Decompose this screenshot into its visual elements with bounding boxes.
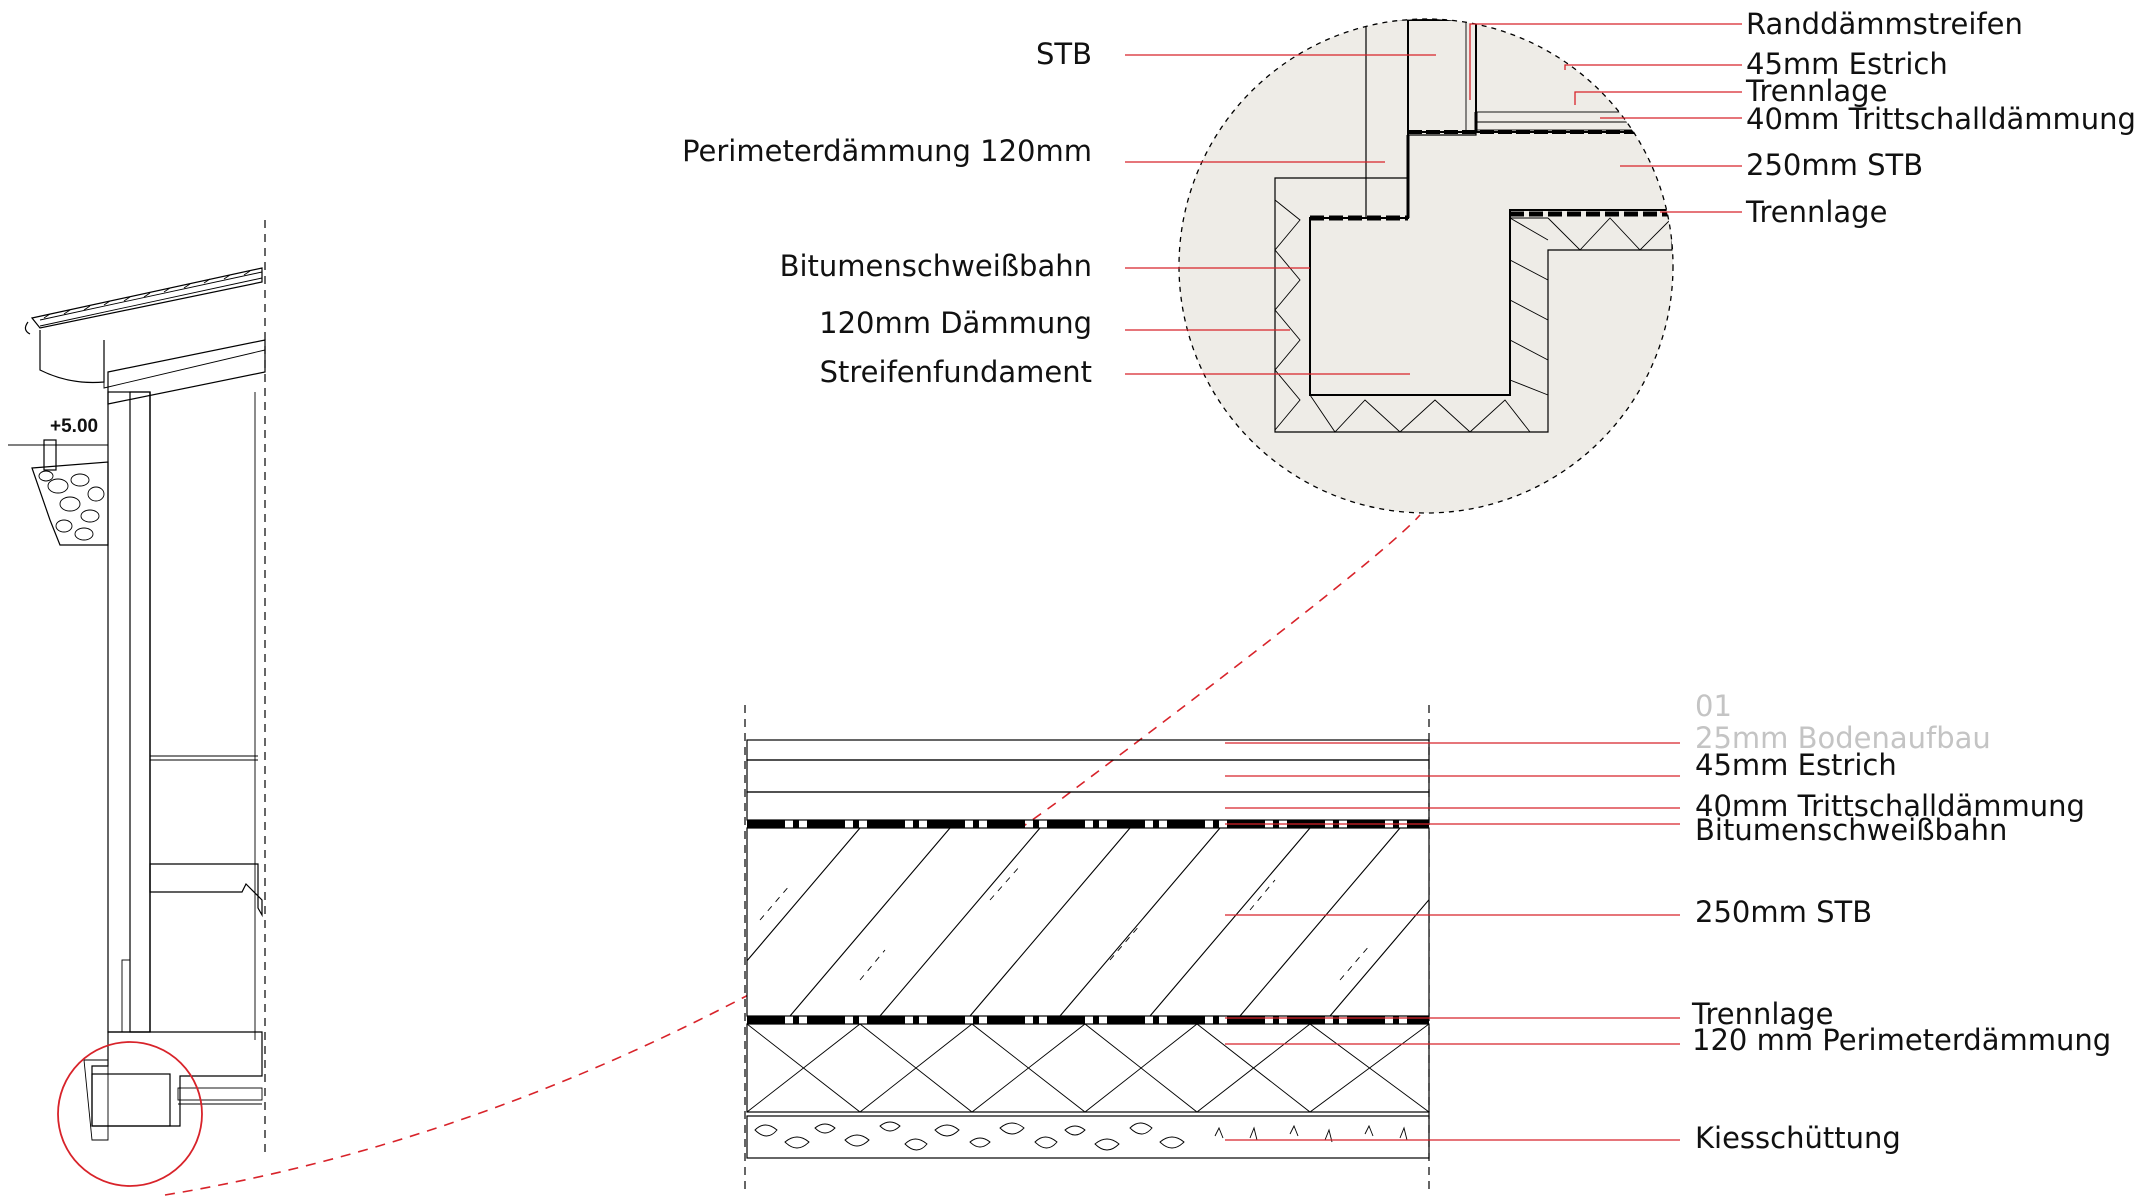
intermediate-slab xyxy=(149,863,263,918)
layer-stb xyxy=(747,827,1429,1017)
foundation-detail xyxy=(1178,18,1674,514)
label-estrich-layer: 45mm Estrich xyxy=(1695,748,1897,782)
label-kies-layer: Kiesschüttung xyxy=(1695,1121,1901,1155)
section-drawing: +5.00 xyxy=(8,220,266,1187)
detail-leaders xyxy=(1125,23,1742,375)
label-perimeterdaemmung: Perimeterdämmung 120mm xyxy=(682,134,1092,168)
foundation xyxy=(83,1031,263,1141)
layer-trittschall xyxy=(746,791,1430,821)
detail-labels: STB Perimeterdämmung 120mm Bitumenschwei… xyxy=(682,7,2134,389)
exterior-wall xyxy=(107,391,258,1040)
layer-kies xyxy=(746,1115,1430,1159)
elevation-marker: +5.00 xyxy=(8,416,108,446)
label-streifenfundament: Streifenfundament xyxy=(820,355,1092,389)
layer-perimeter xyxy=(746,1023,1430,1113)
label-stb-layer: 250mm STB xyxy=(1695,895,1872,929)
label-estrich: 45mm Estrich xyxy=(1746,47,1948,81)
layer-labels: 01 25mm Bodenaufbau 45mm Estrich 40mm Tr… xyxy=(1691,689,2111,1155)
gravel-fill xyxy=(31,439,109,546)
label-trittschalldaemmung: 40mm Trittschalldämmung xyxy=(1746,102,2134,136)
label-bodenaufbau: 25mm Bodenaufbau xyxy=(1695,721,1991,755)
label-randdaemmstreifen: Randdämmstreifen xyxy=(1746,7,2023,41)
label-trittschall-layer: 40mm Trittschalldämmung xyxy=(1695,789,2085,823)
label-bitumenschweissbahn: Bitumenschweißbahn xyxy=(780,249,1092,283)
detail-callout-circle xyxy=(57,1041,203,1187)
label-perimeter-layer: 120 mm Perimeterdämmung xyxy=(1692,1023,2111,1057)
label-stb-250: 250mm STB xyxy=(1746,148,1923,182)
label-trennlage-layer: Trennlage xyxy=(1691,997,1833,1031)
label-trennlage: Trennlage xyxy=(1745,74,1887,108)
label-trennlage-2: Trennlage xyxy=(1745,195,1887,229)
roof-eave xyxy=(24,267,266,405)
label-layer-number: 01 xyxy=(1695,689,1732,723)
label-bitumen-layer: Bitumenschweißbahn xyxy=(1695,813,2007,847)
label-stb: STB xyxy=(1036,37,1092,71)
floor-build-up-section xyxy=(744,705,1430,1195)
label-daemmung: 120mm Dämmung xyxy=(819,306,1092,340)
layer-leaders xyxy=(1225,742,1680,1141)
elevation-text: +5.00 xyxy=(50,416,98,437)
